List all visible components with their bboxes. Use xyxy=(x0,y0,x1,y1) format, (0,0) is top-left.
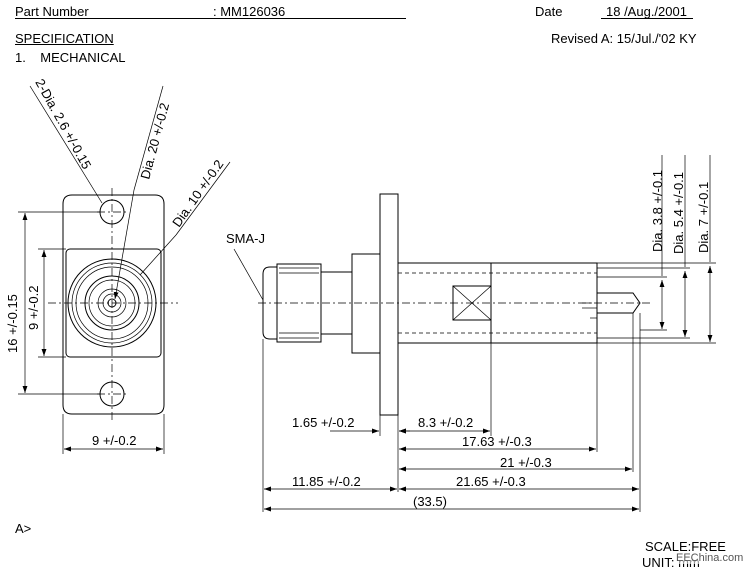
side-flange xyxy=(379,193,399,416)
revision-note: Revised A: 15/Jul./'02 KY xyxy=(551,31,697,46)
mid-dia-label: Dia. 5.4 +/-0.1 xyxy=(671,172,686,254)
len-11-85-label: 11.85 +/-0.2 xyxy=(292,474,361,489)
connector-type-label: SMA-J xyxy=(226,231,265,246)
body-dia-label: Dia. 7 +/-0.1 xyxy=(696,182,711,253)
width-9-label: 9 +/-0.2 xyxy=(92,433,136,448)
pin-tip xyxy=(597,292,641,314)
revision-marker: A> xyxy=(15,521,32,536)
section-heading: 1. MECHANICAL xyxy=(15,50,126,65)
outer-dia-leader-a xyxy=(113,189,135,300)
hole-dia-leader xyxy=(29,85,103,204)
flange-outline xyxy=(62,194,165,415)
date-label: Date xyxy=(535,4,563,19)
scale-label: SCALE:FREE xyxy=(645,539,726,554)
date-value: 18 /Aug./2001 xyxy=(606,4,687,19)
inner-dia-label: Dia. 10 +/-0.2 xyxy=(169,157,226,230)
sma-nut xyxy=(276,263,322,343)
outer-dia-leader-b xyxy=(133,85,164,191)
body-step xyxy=(351,253,381,354)
len-8-3-label: 8.3 +/-0.2 xyxy=(418,415,473,430)
flange-thk-label: 1.65 +/-0.2 xyxy=(292,415,355,430)
height-9-label: 9 +/-0.2 xyxy=(26,286,41,330)
part-number-value: : MM126036 xyxy=(213,4,286,19)
len-21-65-label: 21.65 +/-0.3 xyxy=(456,474,526,489)
height-16-label: 16 +/-0.15 xyxy=(5,294,20,353)
total-len-label: (33.5) xyxy=(413,494,447,509)
inner-dia-leader-b xyxy=(175,161,231,236)
part-number-label: Part Number xyxy=(15,4,89,19)
len-21-label: 21 +/-0.3 xyxy=(500,455,552,470)
sma-nose xyxy=(262,266,278,340)
outer-dia-label: Dia. 20 +/-0.2 xyxy=(137,101,172,181)
specification-heading: SPECIFICATION xyxy=(15,31,114,46)
front-view: 2-Dia. 2.6 +/-0.15 Dia. 20 +/-0.2 Dia. 1… xyxy=(5,76,231,454)
hole-dia-label: 2-Dia. 2.6 +/-0.15 xyxy=(32,76,94,171)
sma-leader xyxy=(233,248,264,301)
date-underline xyxy=(601,18,693,19)
len-17-63-label: 17.63 +/-0.3 xyxy=(462,434,532,449)
side-view: SMA-J Dia. 3.8 +/-0.1 Dia. 5.4 +/-0.1 Di… xyxy=(226,155,716,512)
pin-dia-label: Dia. 3.8 +/-0.1 xyxy=(650,170,665,252)
inner-dia-leader-a xyxy=(139,234,177,276)
watermark-text: EEChina.com xyxy=(676,552,744,564)
part-number-underline xyxy=(15,18,406,19)
